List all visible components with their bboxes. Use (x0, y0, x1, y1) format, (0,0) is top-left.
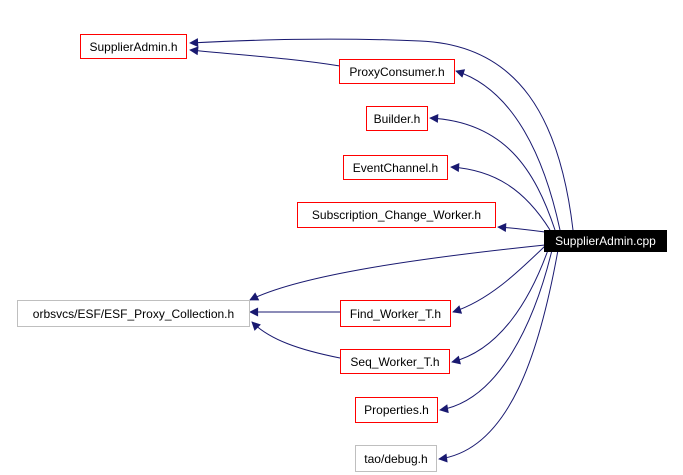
node-eventchannel-h[interactable]: EventChannel.h (343, 155, 448, 180)
node-find-worker-t-h[interactable]: Find_Worker_T.h (340, 300, 451, 327)
edge-root-to-esf-proxy-collection-h (249, 244, 546, 301)
node-supplieradmin-h[interactable]: SupplierAdmin.h (80, 34, 187, 59)
edge-root-to-builder-h (429, 113, 556, 231)
edge-proxyconsumer-to-supplieradmin-h (189, 46, 341, 67)
node-seq-worker-t-h[interactable]: Seq_Worker_T.h (340, 349, 450, 374)
node-builder-h[interactable]: Builder.h (366, 106, 428, 131)
node-esf-proxy-collection-h[interactable]: orbsvcs/ESF/ESF_Proxy_Collection.h (17, 300, 250, 327)
node-supplieradmin-cpp[interactable]: SupplierAdmin.cpp (544, 230, 667, 252)
edge-root-to-eventchannel-h (450, 163, 551, 231)
edge-root-to-find-worker-h (452, 245, 546, 314)
edge-root-to-seq-worker-h (451, 249, 549, 365)
node-proxyconsumer-h[interactable]: ProxyConsumer.h (339, 59, 455, 84)
node-tao-debug-h[interactable]: tao/debug.h (355, 445, 437, 472)
edge-root-to-subscription-worker-h (497, 222, 546, 233)
node-subscription-change-worker-h[interactable]: Subscription_Change_Worker.h (297, 202, 496, 228)
edge-root-to-supplieradmin-h (189, 38, 574, 231)
edge-root-to-tao-debug-h (438, 249, 559, 463)
edge-root-to-properties-h (439, 249, 553, 414)
edge-seq-worker-to-esf-proxy-collection-h (251, 321, 341, 359)
node-properties-h[interactable]: Properties.h (355, 397, 438, 423)
edge-root-to-proxyconsumer-h (455, 69, 561, 231)
